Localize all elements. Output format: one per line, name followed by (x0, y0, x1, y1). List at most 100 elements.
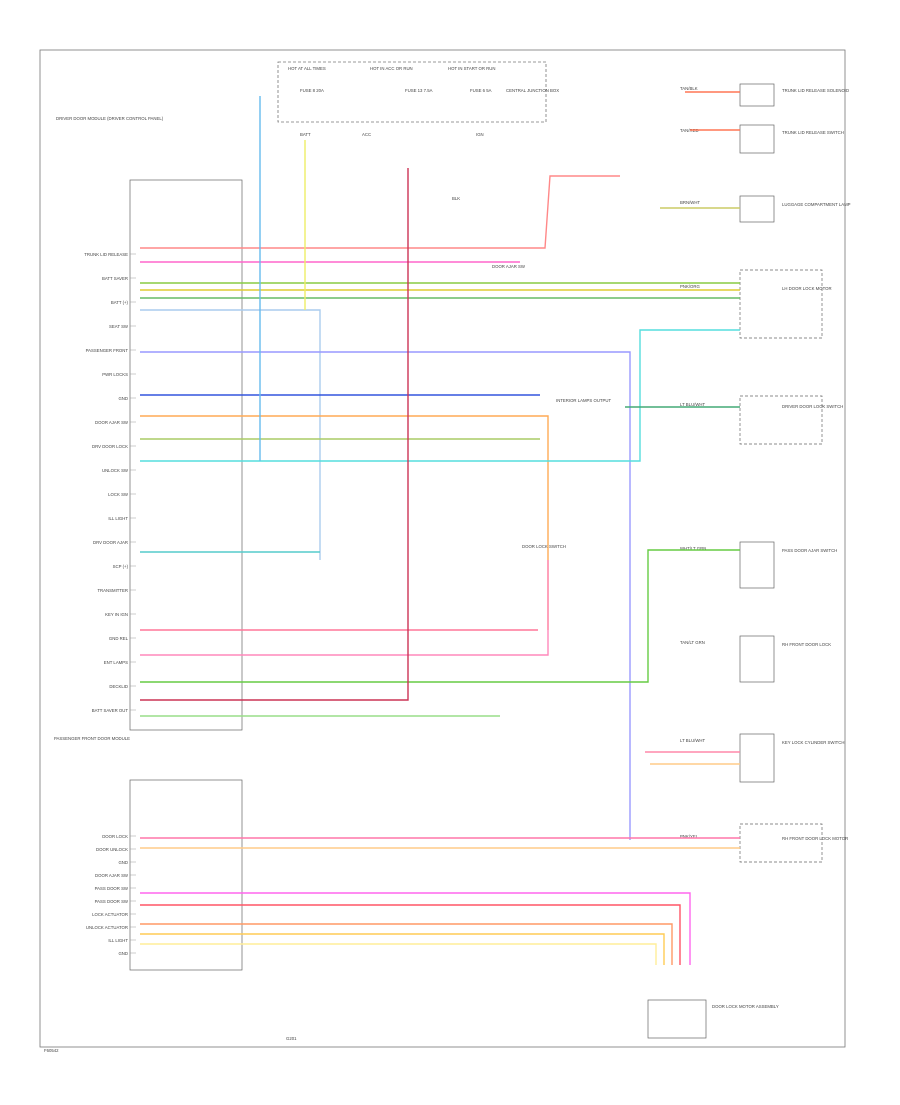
left-pin-label: ENT LAMPS (104, 660, 128, 665)
trunk-solenoid-box (739, 83, 775, 107)
wire (140, 904, 681, 965)
right-wire-label: TAN/RED (680, 128, 699, 133)
left-lower-pin-label: DOOR LOCK (102, 834, 128, 839)
wire-group (140, 91, 740, 965)
driver-lock-switch-box (739, 395, 823, 445)
left-lower-module-pins: DOOR LOCK DOOR UNLOCK GND DOOR AJAR SW PASS … (86, 834, 136, 956)
right-component-label: KEY LOCK CYLINDER SWITCH (782, 740, 844, 745)
left-pin-label: GND REL (109, 636, 129, 641)
left-pin-label: UNLOCK SW (102, 468, 129, 473)
left-lower-pin-label: PASS DOOR SW (95, 886, 129, 891)
center-label-2: DOOR AJAR SW (492, 264, 526, 269)
diagram-frame (39, 49, 846, 1048)
fuse-mid-circuit: ACC (362, 132, 371, 137)
left-lower-pin-label: LOCK ACTUATOR (92, 912, 128, 917)
fuse-right-circuit: IGN (476, 132, 484, 137)
left-pin-label: TRANSMITTER (97, 588, 128, 593)
left-lower-pin-label: UNLOCK ACTUATOR (86, 925, 128, 930)
left-lower-pin-label: DOOR AJAR SW (95, 873, 129, 878)
bottom-module-label: DOOR LOCK MOTOR ASSEMBLY (712, 1004, 779, 1009)
left-pin-label: GND (118, 396, 128, 401)
footer-code: F60542 (44, 1048, 59, 1053)
right-wire-label: TAN/LT GRN (680, 640, 705, 645)
right-component-label: LUGGAGE COMPARTMENT LAMP (782, 202, 851, 207)
wire (140, 351, 631, 840)
left-module-pins: TRUNK LID RELEASE BATT SAVER BATT (+) SEAT… (84, 252, 136, 713)
wire (140, 168, 409, 701)
left-pin-label: DOOR AJAR SW (95, 420, 129, 425)
fuse-mid-title: HOT IN ACC OR RUN (370, 66, 413, 71)
left-pin-label: DRV DOOR LOCK (92, 444, 128, 449)
rh-motor-box (739, 823, 823, 863)
left-pin-label: BATT SAVER OUT (92, 708, 129, 713)
wire (140, 560, 549, 656)
wire (140, 549, 740, 683)
left-pin-label: SEAT SW (109, 324, 129, 329)
fuse-mid-label: FUSE 13 7.5A (405, 88, 433, 93)
bottom-ground-label: G201 (286, 1036, 297, 1041)
right-component-label: PASS DOOR AJAR SWITCH (782, 548, 837, 553)
right-component-label: DRIVER DOOR LOCK SWITCH (782, 404, 843, 409)
junction-box-label: CENTRAL JUNCTION BOX (506, 88, 559, 93)
central-junction-box (277, 61, 547, 123)
key-cylinder-box (739, 733, 775, 783)
right-component-label: TRUNK LID RELEASE SOLENOID (782, 88, 849, 93)
right-component-label: RH FRONT DOOR LOCK MOTOR (782, 836, 848, 841)
fuse-left-circuit: BATT (300, 132, 311, 137)
left-pin-label: TRUNK LID RELEASE (84, 252, 128, 257)
wire (140, 329, 740, 462)
fuse-right-title: HOT IN START OR RUN (448, 66, 495, 71)
rh-front-lock-box (739, 635, 775, 683)
wire (140, 923, 673, 965)
passenger-front-door-module-connector (129, 779, 243, 971)
right-wire-label: LT BLU/WHT (680, 738, 706, 743)
fuse-right-label: FUSE 6 5A (470, 88, 492, 93)
door-lock-motor-assembly (647, 999, 707, 1039)
pass-ajar-switch-box (739, 541, 775, 589)
wire (140, 415, 549, 630)
left-lower-pin-label: GND (118, 951, 128, 956)
right-component-labels: TRUNK LID RELEASE SOLENOID TAN/BLK TRUNK L… (680, 86, 851, 841)
left-pin-label: BATT SAVER (102, 276, 128, 281)
left-pin-label: BATT (+) (111, 300, 129, 305)
left-pin-label: DRV DOOR AJAR (93, 540, 128, 545)
luggage-lamp-box (739, 195, 775, 223)
wire (140, 309, 321, 560)
right-component-label: LH DOOR LOCK MOTOR (782, 286, 832, 291)
left-pin-label: ILL LIGHT (108, 516, 128, 521)
fuse-left-title: HOT AT ALL TIMES (288, 66, 326, 71)
right-wire-label: TAN/BLK (680, 86, 698, 91)
left-lower-module-title: PASSENGER FRONT DOOR MODULE (54, 736, 130, 741)
left-lower-pin-label: ILL LIGHT (108, 938, 128, 943)
wire (140, 933, 665, 965)
right-component-label: TRUNK LID RELEASE SWITCH (782, 130, 844, 135)
right-wire-label: PNK/YEL (680, 834, 699, 839)
trunk-switch-box (739, 124, 775, 154)
left-pin-label: PWR LOCKS (102, 372, 128, 377)
left-pin-label: KEY IN IGN (105, 612, 128, 617)
left-pin-label: LOCK SW (108, 492, 129, 497)
left-pin-label: SCP (+) (113, 564, 129, 569)
right-wire-label: BRN/WHT (680, 200, 700, 205)
left-lower-pin-label: PASS DOOR SW (95, 899, 129, 904)
right-component-label: RH FRONT DOOR LOCK (782, 642, 831, 647)
wire (140, 943, 657, 965)
left-pin-label: DECKLID (109, 684, 128, 689)
right-wire-label: WHT/LT GRN (680, 546, 706, 551)
right-wire-label: PNK/ORG (680, 284, 700, 289)
center-label-0: DOOR LOCK SWITCH (522, 544, 566, 549)
driver-door-module-connector (129, 179, 243, 731)
left-pin-label: PASSENGER FRONT (86, 348, 129, 353)
ground-label: BLK (452, 196, 460, 201)
lh-door-lock-box (739, 269, 823, 339)
center-label-1: INTERIOR LAMPS OUTPUT (556, 398, 612, 403)
left-lower-pin-label: GND (118, 860, 128, 865)
fuse-left-label: FUSE 8 20A (300, 88, 324, 93)
right-wire-label: LT BLU/WHT (680, 402, 706, 407)
wire (140, 892, 691, 965)
wire (140, 175, 620, 249)
left-module-title: DRIVER DOOR MODULE (DRIVER CONTROL PANEL… (56, 116, 164, 121)
left-lower-pin-label: DOOR UNLOCK (96, 847, 128, 852)
